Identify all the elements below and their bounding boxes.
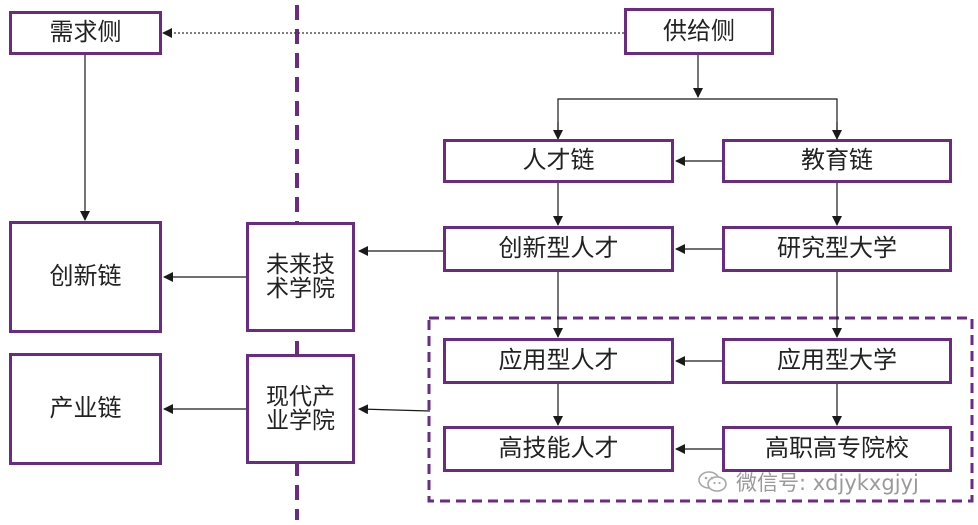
node-innovative-talent: 创新型人才 [443,226,674,272]
edge-branch-split [557,98,838,138]
watermark-text: 微信号: xdjykxgjyj [736,471,919,495]
node-talent-chain: 人才链 [443,139,674,183]
node-vocational-college: 高职高专院校 [722,426,952,472]
node-modern-industry-college: 现代产业学院 [246,354,355,464]
node-applied-talent: 应用型人才 [443,338,674,384]
node-supply-side: 供给侧 [624,8,774,55]
watermark: 微信号: xdjykxgjyj [698,466,919,498]
node-education-chain: 教育链 [722,139,952,183]
edge-group-to-modern-industry [358,404,431,415]
node-research-university: 研究型大学 [722,226,952,272]
node-high-skill-talent: 高技能人才 [443,426,674,472]
applied-group-frame [427,316,974,503]
node-applied-university: 应用型大学 [722,338,952,384]
node-industry-chain: 产业链 [9,353,162,465]
node-demand-side: 需求侧 [9,11,162,55]
wechat-icon [698,471,727,492]
node-innovation-chain: 创新链 [9,221,162,333]
node-future-tech-college: 未来技术学院 [246,222,355,332]
